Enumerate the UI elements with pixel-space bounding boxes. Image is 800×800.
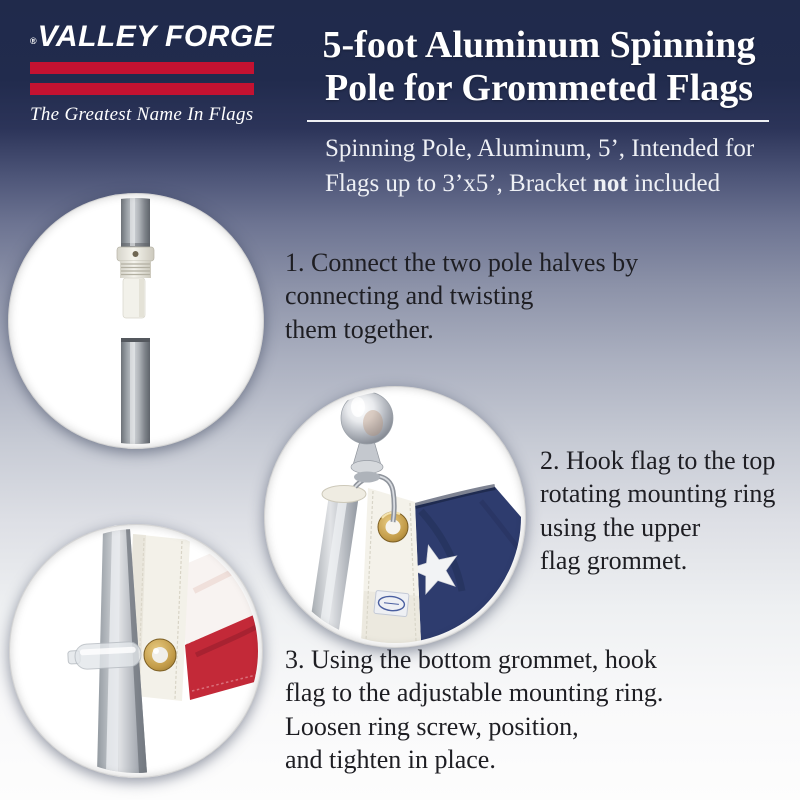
step-1-text: 1. Connect the two pole halves by connec… (285, 246, 638, 346)
pole-bottom-ring-photo (67, 529, 258, 773)
photo-circle-pole-bottom (9, 524, 263, 778)
photo-circle-pole-joint (8, 193, 264, 449)
step-line: 2. Hook flag to the top (540, 446, 776, 475)
step-line: flag grommet. (540, 545, 688, 575)
product-title: 5-foot Aluminum Spinning Pole for Gromme… (303, 24, 775, 111)
subtitle-line1: Spinning Pole, Aluminum, 5’, Intended fo… (325, 134, 755, 162)
step-line: connecting and twisting (285, 281, 534, 311)
step-line: flag to the adjustable mounting ring. (285, 678, 664, 708)
photo-circle-rim (8, 193, 264, 449)
registered-trademark-icon: ® (30, 36, 37, 46)
title-divider (307, 119, 769, 122)
step-line: and tighten in place. (285, 744, 496, 774)
photo-circle-rim (9, 524, 263, 778)
brand-name: ®VALLEY FORGE (30, 22, 274, 56)
step-line: 1. Connect the two pole halves by (285, 248, 639, 277)
product-title-line2: Pole for Grommeted Flags (324, 67, 754, 110)
step-line: them together. (285, 314, 434, 344)
header: 5-foot Aluminum Spinning Pole for Gromme… (303, 24, 775, 201)
product-title-line1: 5-foot Aluminum Spinning (322, 24, 756, 66)
step-line: Loosen ring screw, position, (285, 711, 579, 741)
pole-joint-photo (116, 198, 155, 444)
brand-logo: ®VALLEY FORGE The Greatest Name In Flags (30, 22, 274, 126)
step-line: using the upper (540, 512, 701, 542)
brand-stripe-top (30, 62, 254, 74)
subtitle-bold-not: not (593, 169, 628, 197)
subtitle-line2: Flags up to 3’x5’, Bracket not included (325, 169, 721, 197)
step-line: rotating mounting ring (540, 479, 776, 509)
step-3-text: 3. Using the bottom grommet, hook flag t… (285, 643, 663, 776)
brand-tagline: The Greatest Name In Flags (30, 104, 254, 125)
product-subtitle: Spinning Pole, Aluminum, 5’, Intended fo… (303, 131, 775, 201)
photo-circle-rim (264, 386, 526, 648)
step-2-text: 2. Hook flag to the top rotating mountin… (540, 444, 775, 577)
step-line: 3. Using the bottom grommet, hook (285, 645, 657, 674)
photo-circle-pole-top (264, 386, 526, 648)
brand-stripe-bottom (30, 83, 254, 95)
brand-name-text: VALLEY FORGE (37, 20, 275, 53)
